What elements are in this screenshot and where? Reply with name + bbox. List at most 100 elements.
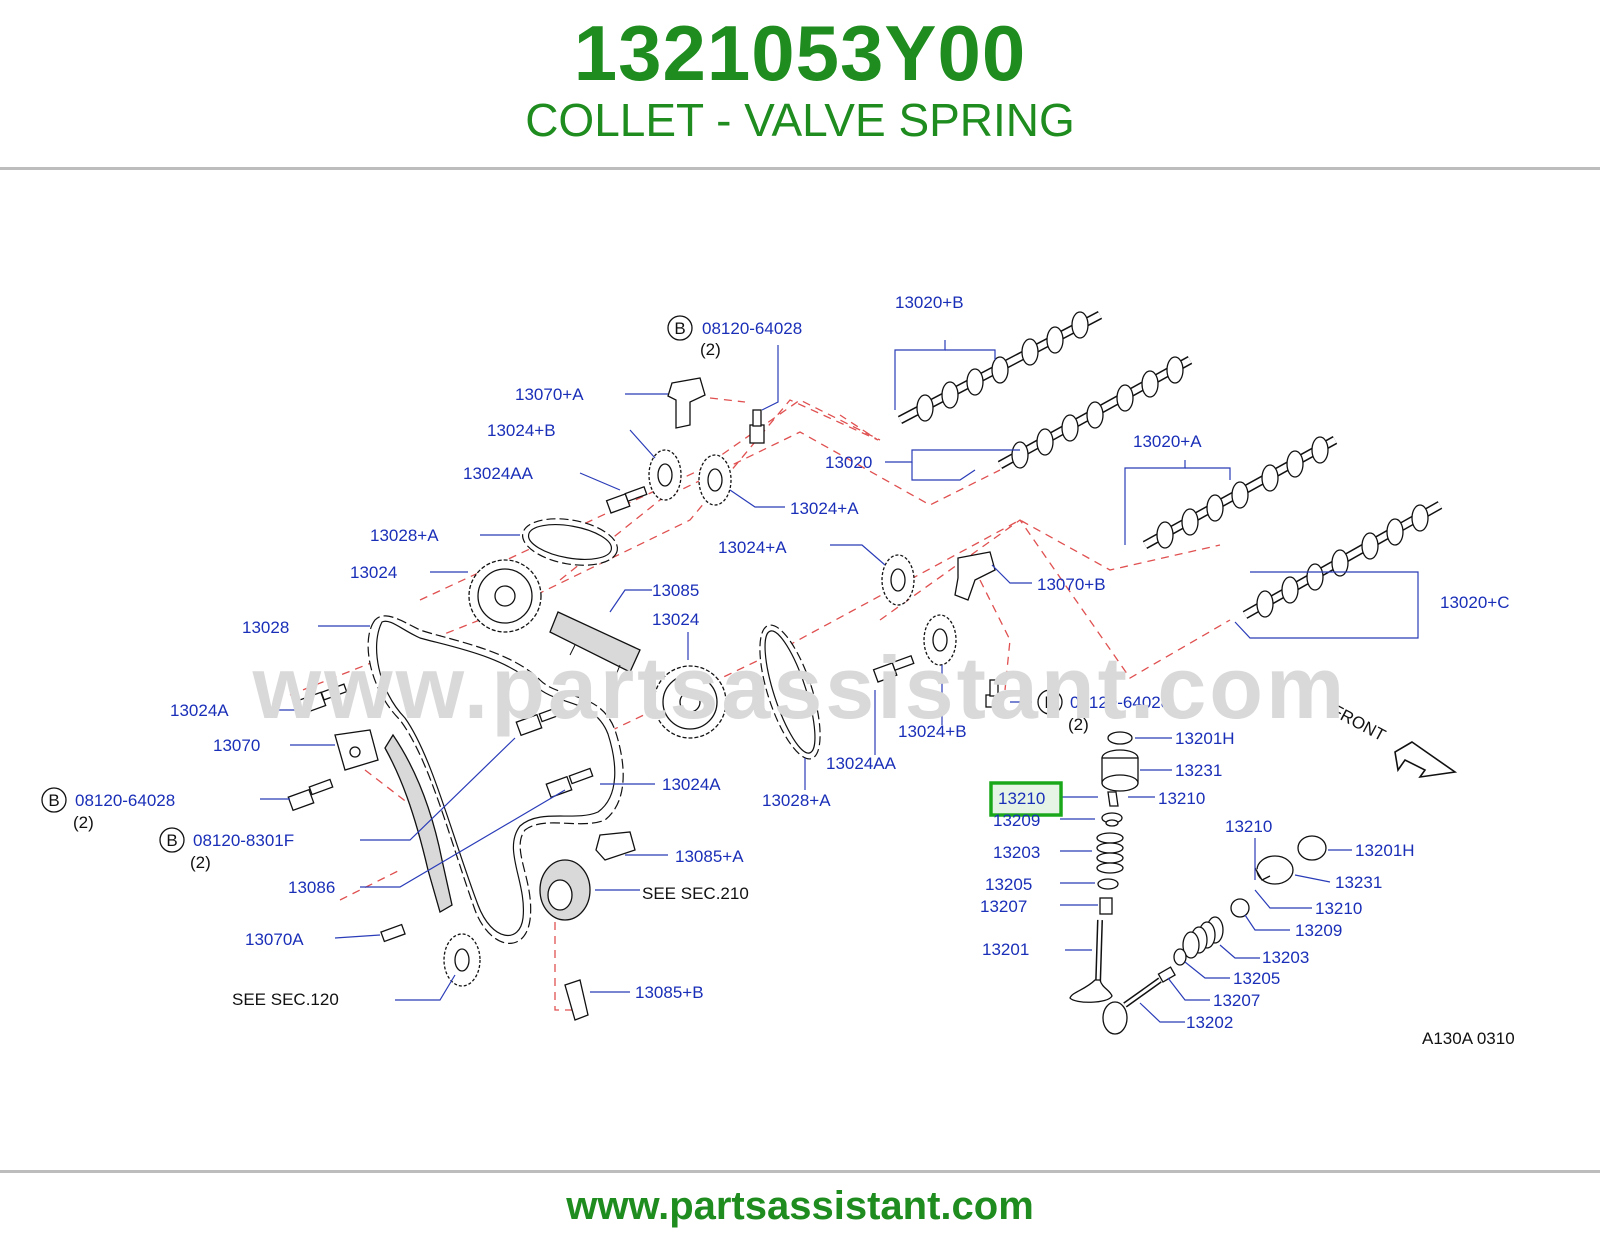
label-13209-2[interactable]: 13209 (1295, 921, 1342, 940)
b-marker-top-text: B (674, 319, 685, 338)
label-13209-1[interactable]: 13209 (993, 811, 1040, 830)
parts-diagram-svg: B B B B 13020+B 08120-64028 (2) 13070+A … (41, 293, 1515, 1048)
label-13070a[interactable]: 13070A (245, 930, 304, 949)
b-marker-left (41, 787, 67, 813)
header-divider (0, 167, 1600, 170)
label-08120-right-qty: (2) (1068, 715, 1089, 734)
label-08120-64028-top[interactable]: 08120-64028 (702, 319, 802, 338)
sprocket-13024-middle (653, 665, 727, 739)
label-13020a[interactable]: 13020+A (1133, 432, 1202, 451)
label-08120-8301f[interactable]: 08120-8301F (193, 831, 294, 850)
valve-train-upper (1069, 731, 1139, 1003)
watermark: www.partsassistant.com (252, 638, 1348, 737)
label-13210-1[interactable]: 13210 (1158, 789, 1205, 808)
sprocket-13024-left (468, 559, 542, 633)
valve-train-lower (1102, 835, 1327, 1035)
label-13085b[interactable]: 13085+B (635, 983, 704, 1002)
camshaft-13020 (997, 356, 1193, 469)
label-13201[interactable]: 13201 (982, 940, 1029, 959)
label-13070a-plus[interactable]: 13070+A (515, 385, 584, 404)
label-13024aa-lower[interactable]: 13024AA (826, 754, 897, 773)
label-13020b[interactable]: 13020+B (895, 293, 964, 312)
label-13207-1[interactable]: 13207 (980, 897, 1027, 916)
tensioner-13070b (954, 551, 996, 601)
parts-diagram: B B B B 13020+B 08120-64028 (2) 13070+A … (0, 172, 1600, 1172)
label-13020c[interactable]: 13020+C (1440, 593, 1509, 612)
front-arrow (1394, 741, 1458, 779)
part-name-subtitle: COLLET - VALVE SPRING (525, 94, 1075, 146)
label-13024a-bottom[interactable]: 13024A (662, 775, 721, 794)
footer-divider (0, 1170, 1600, 1173)
label-13085a[interactable]: 13085+A (675, 847, 744, 866)
b-marker-top (667, 315, 693, 341)
page-header: 1321053Y00 COLLET - VALVE SPRING (0, 0, 1600, 170)
label-13201h-1[interactable]: 13201H (1175, 729, 1235, 748)
sprocket-13024a-top (698, 454, 732, 506)
tensioner-sec210 (539, 859, 591, 921)
label-08120-64028-right[interactable]: 08120-64028 (1070, 693, 1170, 712)
bolts (287, 409, 1003, 943)
b-marker-right-text: B (1044, 693, 1055, 712)
label-13028a-bottom[interactable]: 13028+A (762, 791, 831, 810)
sprocket-13024a-mid (881, 554, 915, 606)
b-marker-lower-left (159, 827, 185, 853)
label-08120-top-qty: (2) (700, 340, 721, 359)
label-13024aa-top[interactable]: 13024AA (463, 464, 534, 483)
label-13210-3[interactable]: 13210 (1315, 899, 1362, 918)
guide-13085b (564, 979, 589, 1021)
b-marker-lower-left-text: B (166, 831, 177, 850)
label-see-sec-120[interactable]: SEE SEC.120 (232, 990, 339, 1009)
label-diagram-code: A130A 0310 (1422, 1029, 1515, 1048)
label-13205-2[interactable]: 13205 (1233, 969, 1280, 988)
label-13024-mid[interactable]: 13024 (652, 610, 699, 629)
bolt-markers: B B B B (41, 315, 1063, 853)
tensioner-13070a-plus (667, 377, 706, 429)
label-13024a[interactable]: 13024A (170, 701, 229, 720)
guide-13085a (595, 831, 636, 861)
label-08120-64028-left[interactable]: 08120-64028 (75, 791, 175, 810)
timing-chain-13028a-top (521, 518, 619, 566)
chain-guide-13086 (384, 733, 453, 913)
sprocket-crank (443, 933, 481, 987)
label-13210-2[interactable]: 13210 (1225, 817, 1272, 836)
camshaft-13020b (897, 311, 1103, 424)
camshaft-13020c (1242, 501, 1443, 619)
part-labels: 13020+B 08120-64028 (2) 13070+A 13024+B … (73, 293, 1515, 1048)
label-13210-highlighted[interactable]: 13210 (998, 789, 1045, 808)
label-08120-8301f-qty: (2) (190, 853, 211, 872)
sprocket-13024b-lower (923, 614, 957, 666)
label-13231-2[interactable]: 13231 (1335, 873, 1382, 892)
label-see-sec-210[interactable]: SEE SEC.210 (642, 884, 749, 903)
label-13203-1[interactable]: 13203 (993, 843, 1040, 862)
footer-url[interactable]: www.partsassistant.com (566, 1184, 1034, 1228)
label-13207-2[interactable]: 13207 (1213, 991, 1260, 1010)
label-13070[interactable]: 13070 (213, 736, 260, 755)
sprocket-13024b-top (648, 449, 682, 501)
b-marker-right (1037, 689, 1063, 715)
label-13028a-top[interactable]: 13028+A (370, 526, 439, 545)
camshaft-13020a (1142, 436, 1338, 549)
timing-chain-13028a-bottom (759, 624, 821, 760)
label-13070b[interactable]: 13070+B (1037, 575, 1106, 594)
label-13020[interactable]: 13020 (825, 453, 872, 472)
label-13024b-top[interactable]: 13024+B (487, 421, 556, 440)
label-13205-1[interactable]: 13205 (985, 875, 1032, 894)
label-13202[interactable]: 13202 (1186, 1013, 1233, 1032)
label-13024a-right[interactable]: 13024+A (790, 499, 859, 518)
label-13024b-lower[interactable]: 13024+B (898, 722, 967, 741)
label-13203-2[interactable]: 13203 (1262, 948, 1309, 967)
label-13085[interactable]: 13085 (652, 581, 699, 600)
timing-chain-13028 (367, 615, 624, 944)
tensioner-13070 (334, 729, 379, 771)
label-13024-left[interactable]: 13024 (350, 563, 397, 582)
highlight-fill (993, 785, 1059, 813)
label-13231-1[interactable]: 13231 (1175, 761, 1222, 780)
label-13201h-2[interactable]: 13201H (1355, 841, 1415, 860)
highlight-box (989, 781, 1063, 817)
label-08120-left-qty: (2) (73, 813, 94, 832)
label-13024a-mid[interactable]: 13024+A (718, 538, 787, 557)
label-13086[interactable]: 13086 (288, 878, 335, 897)
b-marker-left-text: B (48, 791, 59, 810)
label-13028[interactable]: 13028 (242, 618, 289, 637)
leader-lines (260, 340, 1419, 1023)
